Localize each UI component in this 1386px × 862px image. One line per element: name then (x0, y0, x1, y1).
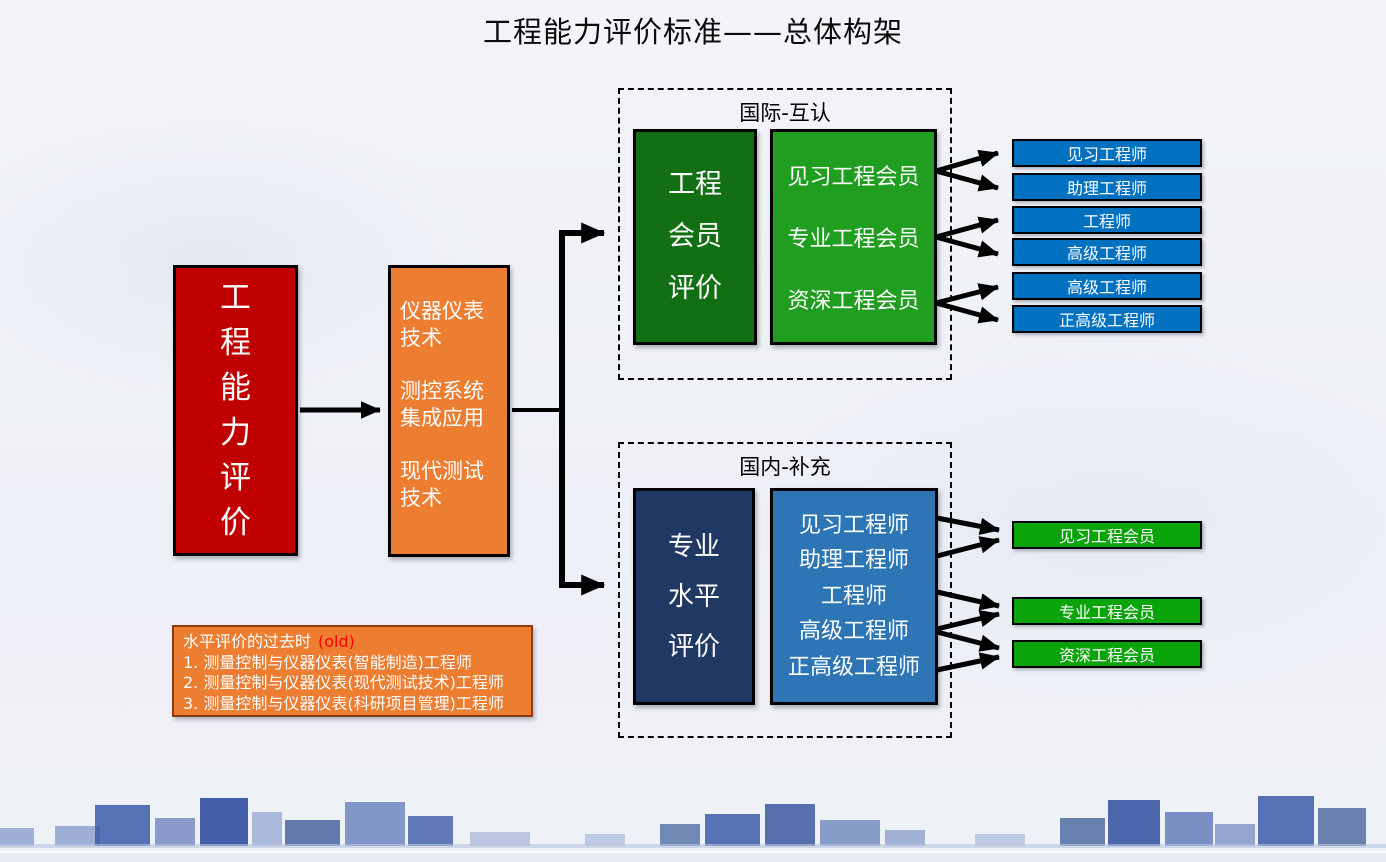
engineer-title: 助理工程师 (798, 548, 909, 574)
legacy-note-old-tag: (old) (318, 632, 355, 651)
tech-item: 测控系统集成应用 (400, 379, 484, 430)
engineer-title: 高级工程师 (798, 619, 909, 645)
engineer-title-chip: 高级工程师 (1012, 238, 1202, 266)
evaluator-line: 专业 (667, 531, 720, 562)
member-grade-chip: 资深工程会员 (1012, 640, 1202, 668)
member-grade-chip: 专业工程会员 (1012, 597, 1202, 625)
evaluator-line: 会员 (668, 221, 722, 252)
capability-char: 工 (220, 279, 251, 316)
evaluator-line: 工程 (668, 169, 722, 200)
legacy-note-title: 水平评价的过去时 (183, 632, 312, 651)
technology-domains-box: 仪器仪表技术 测控系统集成应用 现代测试技术 (388, 265, 510, 557)
page-title: 工程能力评价标准——总体构架 (482, 15, 903, 49)
engineering-member-evaluation-box: 工程 会员 评价 (633, 129, 757, 345)
capability-char: 能 (220, 369, 251, 406)
engineer-title-chip: 正高级工程师 (1012, 305, 1202, 333)
evaluator-line: 水平 (667, 581, 720, 612)
engineer-title-chip: 助理工程师 (1012, 173, 1202, 201)
domestic-group-label: 国内-补充 (739, 455, 831, 479)
engineer-title: 见习工程师 (798, 512, 909, 538)
legacy-note-item: 3. 测量控制与仪器仪表(科研项目管理)工程师 (183, 693, 504, 713)
capability-evaluation-box: 工 程 能 力 评 价 (173, 265, 298, 556)
member-grade: 见习工程会员 (787, 165, 920, 190)
member-grade: 资深工程会员 (787, 289, 920, 314)
evaluator-line: 评价 (668, 273, 722, 304)
member-grades-box: 见习工程会员 专业工程会员 资深工程会员 (770, 129, 937, 345)
capability-char: 程 (220, 324, 251, 361)
engineer-title: 工程师 (820, 583, 887, 609)
member-grade-chip: 见习工程会员 (1012, 521, 1202, 549)
capability-char: 评 (220, 459, 251, 496)
member-grade: 专业工程会员 (787, 227, 920, 252)
legacy-note-box: 水平评价的过去时 (old) 1. 测量控制与仪器仪表(智能制造)工程师 2. 测… (172, 625, 533, 717)
international-group-label: 国际-互认 (739, 101, 831, 125)
capability-char: 力 (220, 414, 251, 451)
legacy-note-item: 1. 测量控制与仪器仪表(智能制造)工程师 (183, 652, 472, 672)
engineer-title: 正高级工程师 (787, 654, 920, 680)
engineer-title-chip: 高级工程师 (1012, 272, 1202, 300)
engineer-title-chip: 见习工程师 (1012, 139, 1202, 167)
engineer-title-chip: 工程师 (1012, 206, 1202, 234)
tech-item: 现代测试技术 (400, 459, 484, 510)
evaluator-line: 评价 (667, 631, 720, 662)
professional-level-evaluation-box: 专业 水平 评价 (633, 488, 755, 705)
capability-char: 价 (220, 504, 251, 541)
city-skyline-image (0, 796, 1386, 848)
engineer-titles-box: 见习工程师 助理工程师 工程师 高级工程师 正高级工程师 (770, 488, 938, 705)
footer-strip (0, 851, 1386, 862)
legacy-note-item: 2. 测量控制与仪器仪表(现代测试技术)工程师 (183, 673, 504, 692)
tech-item: 仪器仪表技术 (400, 299, 484, 350)
